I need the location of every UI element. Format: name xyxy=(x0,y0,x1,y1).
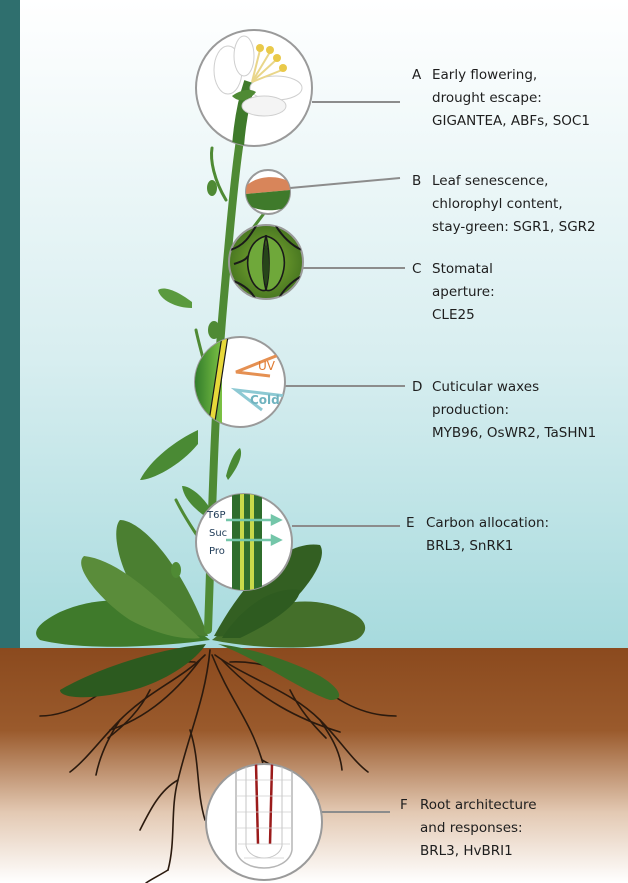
panel-letter: B xyxy=(412,170,432,193)
panel-text: aperture: xyxy=(412,281,495,304)
label-panel-f: FRoot architecture and responses: BRL3, … xyxy=(400,794,537,863)
panel-text: BRL3, HvBRI1 xyxy=(400,840,537,863)
panel-text: BRL3, SnRK1 xyxy=(406,535,549,558)
panel-text: production: xyxy=(412,399,596,422)
label-panel-b: BLeaf senescence, chlorophyl content, st… xyxy=(412,170,596,239)
panel-text: MYB96, OsWR2, TaSHN1 xyxy=(412,422,596,445)
panel-text: and responses: xyxy=(400,817,537,840)
panel-text: drought escape: xyxy=(412,87,590,110)
panel-text: chlorophyl content, xyxy=(412,193,596,216)
inset-e-carbon: T6P Suc Pro xyxy=(196,494,292,590)
panel-text: stay-green: SGR1, SGR2 xyxy=(412,216,596,239)
panel-text: Carbon allocation: xyxy=(426,515,549,531)
panel-text: Stomatal xyxy=(432,261,493,277)
panel-letter: E xyxy=(406,512,426,535)
inset-c-stomata xyxy=(229,225,303,300)
panel-letter: C xyxy=(412,258,432,281)
panel-text: Cuticular waxes xyxy=(432,379,539,395)
panel-text: Early flowering, xyxy=(432,67,537,83)
metabolite-label: Suc xyxy=(209,528,227,539)
stress-uv-label: UV xyxy=(258,359,276,373)
stress-cold-label: Cold xyxy=(250,393,280,407)
label-panel-d: DCuticular waxes production: MYB96, OsWR… xyxy=(412,376,596,445)
panel-text: GIGANTEA, ABFs, SOC1 xyxy=(412,110,590,133)
frame-overlay xyxy=(0,0,20,388)
metabolite-label: Pro xyxy=(209,546,225,557)
inset-b-leaf-senescence xyxy=(246,170,290,214)
panel-letter: A xyxy=(412,64,432,87)
panel-letter: F xyxy=(400,794,420,817)
metabolite-label: T6P xyxy=(206,510,226,521)
inset-f-root-tip xyxy=(206,764,322,880)
panel-letter: D xyxy=(412,376,432,399)
label-panel-e: ECarbon allocation: BRL3, SnRK1 xyxy=(406,512,549,558)
inset-a-flower xyxy=(196,30,312,146)
label-panel-c: CStomatal aperture: CLE25 xyxy=(412,258,495,327)
panel-text: Root architecture xyxy=(420,797,537,813)
inset-d-cuticle: UV Cold xyxy=(194,336,286,428)
label-panel-a: AEarly flowering, drought escape: GIGANT… xyxy=(412,64,590,133)
panel-text: Leaf senescence, xyxy=(432,173,548,189)
panel-text: CLE25 xyxy=(412,304,495,327)
